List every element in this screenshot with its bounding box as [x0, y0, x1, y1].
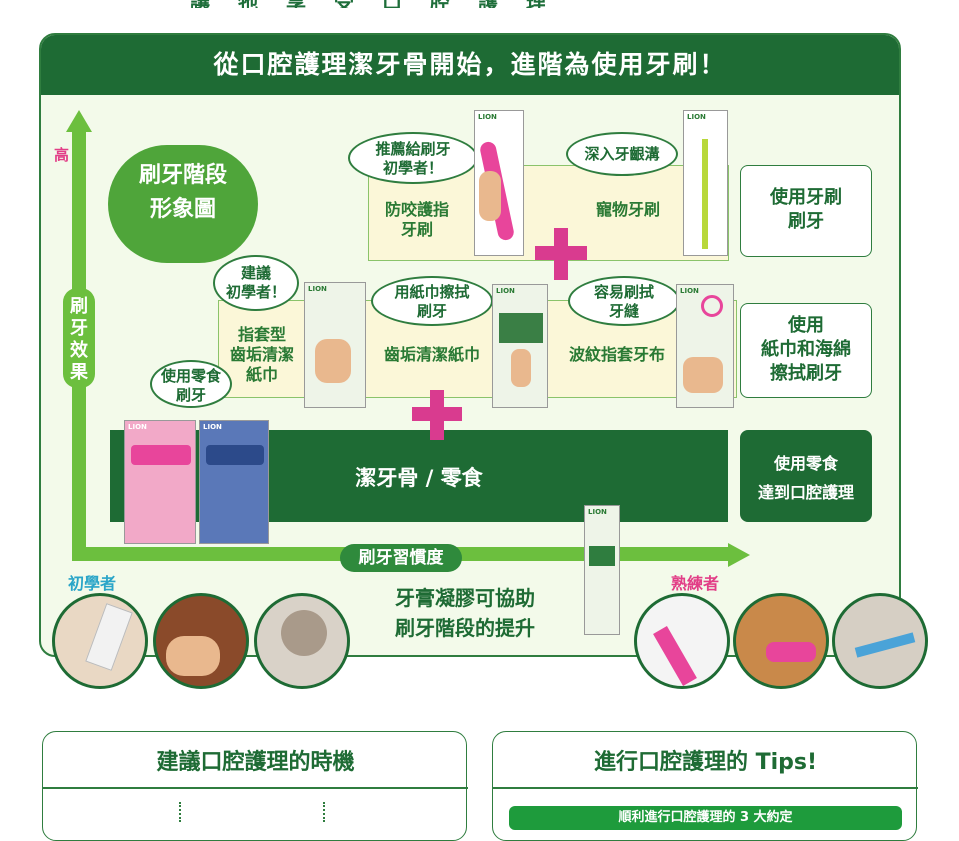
- product-brand: LION: [308, 285, 327, 293]
- divider: [493, 787, 918, 789]
- bubble-recommended-beginner: 推薦給刷牙 初學者！: [348, 132, 478, 184]
- pet-toothbrush-label: 寵物牙刷: [595, 200, 660, 219]
- toothpaste-tube-icon: [85, 603, 133, 671]
- product-brand: LION: [496, 287, 515, 295]
- level2-side-label: 使用 紙巾和海綿 擦拭刷牙: [740, 303, 872, 398]
- finger-wipe-label: 指套型 齒垢清潔 紙巾: [229, 325, 294, 384]
- package-label-icon: [131, 445, 191, 465]
- y-axis-label: 刷 牙 效 果: [63, 288, 95, 388]
- ripple-finger-cloth-label: 波紋指套牙布: [568, 345, 665, 364]
- x-axis-expert: 熟練者: [671, 574, 720, 593]
- timing-card: 建議口腔護理的時機: [42, 731, 468, 841]
- level1-item-label: 潔牙骨 / 零食: [355, 466, 483, 490]
- x-axis-arrow: [728, 543, 750, 567]
- snack-pack-blue: LION: [199, 420, 269, 544]
- panel-title: 從口腔護理潔牙骨開始，進階為使用牙刷！: [41, 35, 899, 95]
- y-axis-high-label: 高: [54, 146, 70, 164]
- finger-cloth-icon: [766, 642, 816, 662]
- dotted-divider: [323, 802, 325, 822]
- hand-icon: [166, 636, 220, 676]
- gel-caption: 牙膏凝膠可協助 刷牙階段的提升: [395, 586, 535, 640]
- product-brand: LION: [687, 113, 706, 121]
- photo-toothpaste-tube: [52, 593, 148, 689]
- pet-toothbrush-product: LION: [683, 110, 728, 256]
- ring-icon: [701, 295, 723, 317]
- photo-gel-brush: [634, 593, 730, 689]
- photo-cat-brushing: [832, 593, 928, 689]
- tips-card-title: 進行口腔護理的 Tips!: [593, 750, 818, 775]
- tips-card: 進行口腔護理的 Tips! 順利進行口腔護理的 3 大約定: [492, 731, 918, 841]
- finger-icon: [479, 171, 501, 221]
- photo-dog-brushing: [733, 593, 829, 689]
- tips-bar: 順利進行口腔護理的 3 大約定: [509, 806, 902, 830]
- package-label-icon: [206, 445, 264, 465]
- dotted-divider: [179, 802, 181, 822]
- bubble-wipe-brush: 用紙巾擦拭 刷牙: [371, 276, 493, 326]
- photo-dog-snack: [153, 593, 249, 689]
- photo-cat-mouth: [254, 593, 350, 689]
- bubble-beginner-suggest: 建議 初學者！: [213, 255, 299, 311]
- top-partial-title: 讓牠享受口腔護理: [190, 0, 750, 8]
- level1-side-label: 使用零食 達到口腔護理: [740, 430, 872, 522]
- product-brand: LION: [203, 423, 222, 431]
- finger-icon: [511, 349, 531, 387]
- x-axis-label: 刷牙習慣度: [340, 544, 462, 572]
- finger-guard-brush-product: LION: [474, 110, 524, 256]
- package-label-icon: [499, 313, 543, 343]
- toothbrush-icon: [702, 139, 708, 249]
- toothpaste-gel-product: LION: [584, 505, 620, 635]
- toothbrush-icon: [854, 632, 916, 658]
- product-brand: LION: [128, 423, 147, 431]
- bubble-easy-gap: 容易刷拭 牙縫: [568, 276, 680, 326]
- y-axis-arrow: [66, 110, 92, 132]
- package-label-icon: [589, 546, 615, 566]
- hand-icon: [315, 339, 351, 383]
- hand-icon: [683, 357, 723, 393]
- timing-card-title: 建議口腔護理的時機: [156, 750, 355, 775]
- bubble-snack-brush: 使用零食 刷牙: [150, 360, 232, 408]
- ripple-finger-cloth-product: LION: [676, 284, 734, 408]
- cat-face-icon: [281, 610, 327, 656]
- plus-icon-h: [535, 246, 587, 260]
- stage-title-circle: 刷牙階段 形象圖: [108, 145, 258, 263]
- level3-side-label: 使用牙刷 刷牙: [740, 165, 872, 257]
- finger-wipe-product: LION: [304, 282, 366, 408]
- dental-wipe-product: LION: [492, 284, 548, 408]
- x-axis-beginner: 初學者: [68, 574, 117, 593]
- product-brand: LION: [588, 508, 607, 516]
- product-brand: LION: [478, 113, 497, 121]
- plus-icon-h: [412, 407, 462, 421]
- bubble-gum-groove: 深入牙齦溝: [566, 132, 678, 176]
- snack-pack-pink: LION: [124, 420, 196, 544]
- toothbrush-icon: [653, 626, 697, 686]
- finger-guard-brush-label: 防咬護指 牙刷: [384, 200, 449, 239]
- divider: [43, 787, 468, 789]
- product-brand: LION: [680, 287, 699, 295]
- dental-wipe-label: 齒垢清潔紙巾: [383, 345, 480, 364]
